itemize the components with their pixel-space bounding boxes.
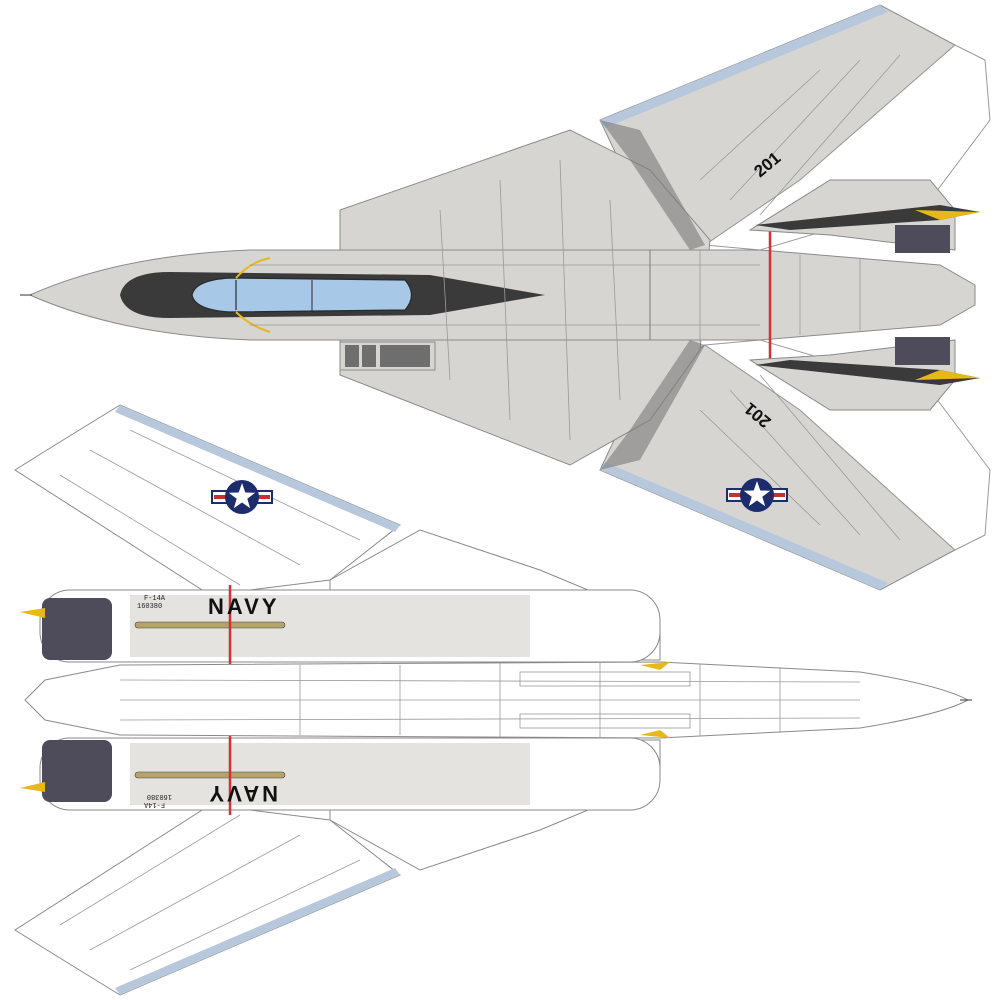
navy-label-lower: NAVY (207, 781, 279, 806)
bottom-view-nacelles: NAVY NAVY F-14A 160380 160380 F-14A (20, 585, 661, 815)
top-view-fuselage (20, 120, 980, 470)
top-view-lower-wing: 201 (599, 339, 991, 591)
navy-label-upper: NAVY (208, 594, 280, 619)
bottom-view-upper-wing (14, 404, 401, 596)
top-view-aircraft: 201 201 (20, 4, 991, 591)
canopy (191, 277, 413, 313)
national-insignia-top (726, 478, 788, 512)
stencil-type-lower: F-14A (143, 800, 165, 808)
bottom-view-aircraft: NAVY NAVY F-14A 160380 160380 F-14A (14, 404, 972, 996)
stencil-type-upper: F-14A (144, 595, 166, 603)
stencil-serial-upper: 160380 (137, 603, 162, 611)
stencil-serial-lower: 160380 (147, 792, 172, 800)
bottom-view-lower-wing (14, 804, 401, 996)
national-insignia-bottom (211, 480, 273, 514)
bottom-view-fuselage (24, 661, 972, 739)
